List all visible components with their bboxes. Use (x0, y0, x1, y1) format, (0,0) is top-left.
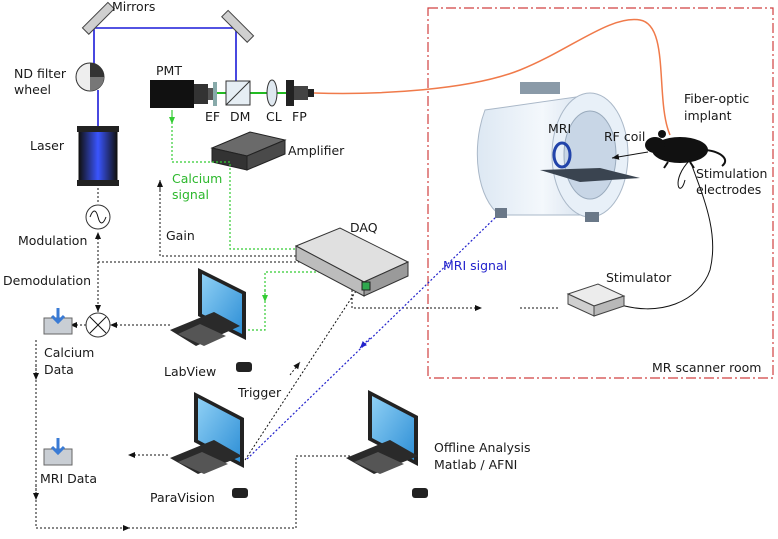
dm-label: DM (230, 109, 250, 124)
daq-label: DAQ (350, 220, 378, 235)
fiber-label-2: implant (684, 108, 732, 123)
mirrors-label: Mirrors (112, 0, 155, 14)
mouse-icon (645, 130, 727, 169)
rf-coil-label: RF coil (604, 129, 645, 144)
mri-label: MRI (548, 121, 571, 136)
stim-electrodes-label-1: Stimulation (696, 166, 767, 181)
mirror-right-icon (221, 9, 255, 43)
labview-label: LabView (164, 364, 216, 379)
paravision-computer-icon (170, 392, 248, 498)
labview-computer-icon (170, 268, 252, 372)
stimulation-wire (611, 159, 714, 310)
mri-data-label: MRI Data (40, 471, 97, 486)
offline-label-1: Offline Analysis (434, 440, 530, 455)
oscillator-icon (85, 204, 111, 230)
signal-connections (33, 180, 560, 531)
calcium-data-drive-icon (43, 308, 73, 335)
stim-electrodes-label-2: electrodes (696, 182, 761, 197)
stimulator-icon (566, 283, 626, 317)
collimating-lens-icon (266, 79, 278, 107)
scanner-room-label: MR scanner room (652, 360, 761, 375)
daq-icon (294, 227, 410, 297)
offline-label-2: Matlab / AFNI (434, 457, 517, 472)
modulation-label: Modulation (18, 233, 87, 248)
stimulation-wire-2 (677, 159, 691, 189)
pmt-icon (150, 80, 214, 108)
ef-label: EF (205, 109, 220, 124)
nd-filter-wheel-icon (75, 62, 105, 92)
laser-label: Laser (30, 138, 65, 153)
amplifier-icon (210, 131, 287, 171)
calcium-data-label-2: Data (44, 362, 74, 377)
nd-filter-label-1: ND filter (14, 66, 67, 81)
calcium-data-label-1: Calcium (44, 345, 94, 360)
emission-filter-icon (213, 82, 217, 106)
calcium-signal-label-1: Calcium (172, 171, 222, 186)
dichroic-mirror-icon (225, 80, 251, 106)
laser-icon (77, 126, 119, 186)
stimulator-label: Stimulator (606, 270, 672, 285)
calcium-signal-label-2: signal (172, 187, 209, 202)
pmt-label: PMT (156, 63, 182, 78)
rf-coil-pointer (611, 151, 649, 160)
mirror-left-icon (81, 1, 115, 35)
nd-filter-label-2: wheel (14, 82, 51, 97)
demodulation-label: Demodulation (3, 273, 91, 288)
offline-computer-icon (346, 390, 428, 498)
trigger-label: Trigger (237, 385, 282, 400)
mri-signal-path (245, 214, 499, 461)
fp-label: FP (292, 109, 307, 124)
fiber-port-icon (286, 80, 314, 106)
optical-fiber (313, 18, 671, 136)
fiber-label-1: Fiber-optic (684, 91, 749, 106)
multiplier-icon (85, 312, 111, 338)
mri-signal-label: MRI signal (443, 258, 507, 273)
paravision-label: ParaVision (150, 490, 215, 505)
mri-data-drive-icon (43, 438, 73, 466)
scanner-room-border (427, 7, 774, 379)
gain-label: Gain (166, 228, 195, 243)
cl-label: CL (266, 109, 282, 124)
amplifier-label: Amplifier (288, 143, 345, 158)
mri-scanner-icon (476, 82, 640, 222)
